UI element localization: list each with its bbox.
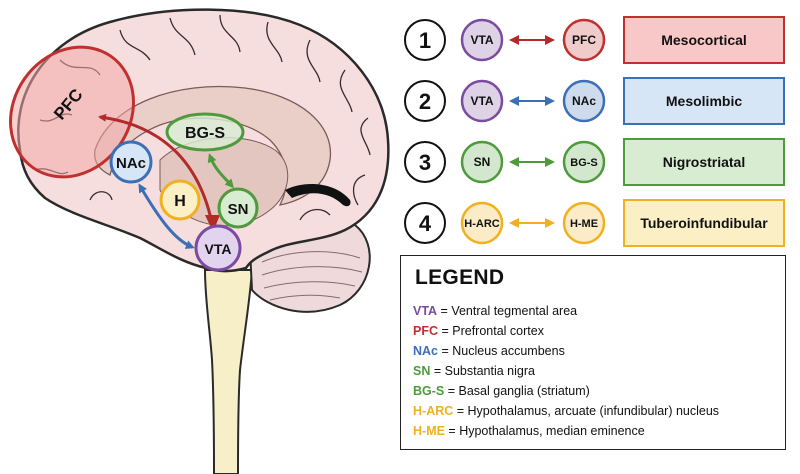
pathway-arrow-head-left: [509, 157, 519, 167]
nigrostriatal-arrow: [207, 153, 234, 189]
legend-item: H-ME = Hypothalamus, median eminence: [413, 424, 645, 438]
mesocortical-arrow-line: [98, 113, 215, 229]
legend-item: BG-S = Basal ganglia (striatum): [413, 384, 590, 398]
legend-desc: = Substantia nigra: [430, 364, 535, 378]
pathway-name-box: [623, 16, 785, 64]
legend-desc: = Hypothalamus, median eminence: [444, 424, 645, 438]
sn-label: SN: [228, 201, 249, 218]
legend-desc: = Basal ganglia (striatum): [444, 384, 590, 398]
pathway-from-circle: [460, 140, 504, 184]
pathway-number-circle: [404, 141, 446, 183]
pathway-arrow-head-left: [509, 218, 519, 228]
mesocortical-arrow-head-vta: [205, 215, 220, 232]
pathway-name: Tuberoinfundibular: [640, 215, 768, 231]
pathway-name-box: [623, 199, 785, 247]
pathway-arrow-head-right: [545, 35, 555, 45]
legend-item: PFC = Prefrontal cortex: [413, 324, 544, 338]
pathway-row: 2 VTA NAc Mesolimbic: [404, 77, 785, 125]
pathway-number-circle: [404, 19, 446, 61]
legend-abbr: VTA: [413, 304, 438, 318]
sn-region: [217, 187, 259, 229]
legend-desc: = Nucleus accumbens: [438, 344, 565, 358]
legend-title: LEGEND: [415, 266, 505, 289]
pathway-arrow-head-right: [545, 96, 555, 106]
h-region: [159, 179, 201, 221]
pathway-to-circle: [562, 201, 606, 245]
legend-item: NAc = Nucleus accumbens: [413, 344, 565, 358]
brainstem: [203, 269, 254, 474]
pathway-from-label: SN: [474, 155, 491, 169]
pathway-to-circle: [562, 79, 606, 123]
nac-label: NAc: [116, 155, 146, 172]
pathway-from-circle: [460, 79, 504, 123]
legend-desc: = Prefrontal cortex: [438, 324, 544, 338]
legend-abbr: H-ME: [413, 424, 445, 438]
pathway-row: 3 SN BG-S Nigrostriatal: [404, 138, 785, 186]
bgs-label: BG-S: [185, 125, 225, 142]
pathway-from-label: VTA: [470, 94, 493, 108]
pathway-row: 4 H-ARC H-ME Tuberoinfundibular: [404, 199, 785, 247]
pathway-arrow-head-right: [545, 218, 555, 228]
h-label: H: [174, 193, 186, 210]
pathway-name-box: [623, 138, 785, 186]
legend-abbr: SN: [413, 364, 431, 378]
pathway-to-circle: [562, 18, 606, 62]
legend-abbr: NAc: [413, 344, 439, 358]
legend-item: H-ARC = Hypothalamus, arcuate (infundibu…: [413, 404, 719, 418]
pathway-from-label: H-ARC: [464, 218, 499, 230]
legend-desc: = Ventral tegmental area: [437, 304, 578, 318]
pathway-from-label: VTA: [470, 33, 493, 47]
legend-abbr: BG-S: [413, 384, 445, 398]
pathway-arrow-head-left: [509, 35, 519, 45]
pathway-to-label: PFC: [572, 33, 596, 47]
calcarine-sulcus: [285, 184, 351, 207]
legend-abbr: PFC: [413, 324, 438, 338]
pathway-number: 1: [419, 28, 431, 53]
bgs-region: [165, 112, 245, 152]
pathway-number: 2: [419, 89, 431, 114]
nac-region: [109, 140, 153, 184]
pathway-number: 3: [419, 150, 431, 175]
pathway-arrow-head-right: [545, 157, 555, 167]
vta-region: [194, 224, 242, 272]
pathway-to-label: BG-S: [570, 157, 598, 169]
legend-item: VTA = Ventral tegmental area: [413, 304, 577, 318]
pathway-number: 4: [419, 211, 432, 236]
pathway-to-circle: [562, 140, 606, 184]
pathway-arrow-head-left: [509, 96, 519, 106]
pathway-from-circle: [460, 18, 504, 62]
pathway-name-box: [623, 77, 785, 125]
pathway-number-circle: [404, 202, 446, 244]
legend-desc: = Hypothalamus, arcuate (infundibular) n…: [453, 404, 720, 418]
pathway-row: 1 VTA PFC Mesocortical: [404, 16, 785, 64]
pathway-number-circle: [404, 80, 446, 122]
pathway-name: Nigrostriatal: [663, 154, 745, 170]
legend-abbr: H-ARC: [413, 404, 454, 418]
vta-label: VTA: [205, 241, 232, 257]
pathway-name: Mesolimbic: [666, 93, 742, 109]
pathway-name: Mesocortical: [661, 32, 747, 48]
pathway-to-label: H-ME: [570, 218, 598, 230]
cerebellum-folds: [261, 251, 363, 301]
pathway-from-circle: [460, 201, 504, 245]
legend-item: SN = Substantia nigra: [413, 364, 535, 378]
mesolimbic-arrow: [138, 183, 195, 249]
pathway-to-label: NAc: [572, 94, 596, 108]
